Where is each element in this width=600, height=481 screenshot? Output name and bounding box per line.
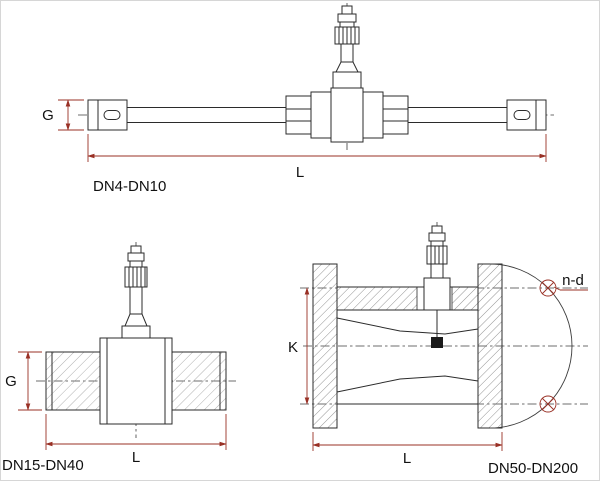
sensor-assembly [332, 5, 362, 89]
dimension-g: G [42, 99, 84, 131]
view-label-dn50-dn200: DN50-DN200 [488, 460, 578, 477]
dimension-k: K [288, 287, 310, 405]
end-fitting-left [87, 99, 128, 131]
end-fitting-right [506, 99, 547, 131]
dim-label-nd: n-d [562, 272, 584, 289]
dim-label-l: L [296, 164, 304, 181]
view-dn4-dn10: G L DN4-DN10 [42, 3, 554, 195]
flange-left [312, 263, 338, 429]
dim-label-g: G [42, 107, 54, 124]
dim-label-k: K [288, 339, 298, 356]
bolt-hole-bottom [539, 395, 557, 413]
bolt-circle: n-d [489, 263, 588, 429]
turbine-rotor [431, 337, 443, 348]
view-label-dn4-dn10: DN4-DN10 [93, 178, 166, 195]
dim-label-g: G [5, 373, 17, 390]
dim-label-l: L [403, 450, 411, 467]
view-dn50-dn200: n-d K L DN50-DN200 [288, 222, 588, 477]
meter-body [99, 337, 173, 425]
view-dn15-dn40: G L DN15-DN40 [2, 242, 236, 474]
meter-body-section [336, 286, 479, 405]
dimension-l: L [87, 134, 547, 181]
threaded-end-left [45, 351, 101, 411]
sensor-assembly [121, 245, 151, 339]
dimension-l: L [312, 432, 503, 467]
sensor-assembly [423, 225, 451, 311]
pipe-right [407, 107, 508, 123]
dimension-g: G [5, 351, 42, 411]
threaded-end-right [171, 351, 227, 411]
dimension-l: L [45, 414, 227, 466]
view-label-dn15-dn40: DN15-DN40 [2, 457, 84, 474]
meter-body [285, 87, 409, 143]
flange-right [477, 263, 503, 429]
pipe-left [126, 107, 287, 123]
dim-label-l: L [132, 449, 140, 466]
